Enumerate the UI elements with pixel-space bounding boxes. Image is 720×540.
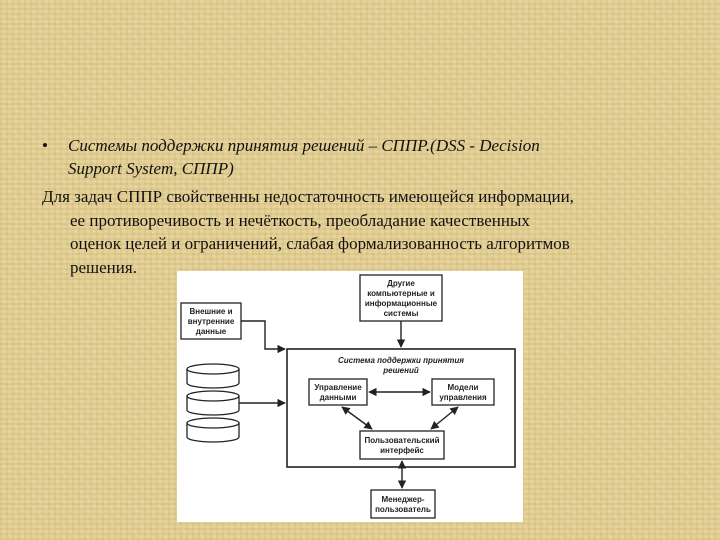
- database-icon: [186, 390, 240, 416]
- other-systems-label-4: системы: [384, 309, 419, 318]
- manager-user-box: [370, 489, 436, 519]
- dss-title-2: решений: [382, 366, 419, 375]
- bullet-item: • Системы поддержки принятия решений – С…: [42, 134, 682, 180]
- paragraph-line-2: ее противоречивость и нечёткость, преобл…: [70, 210, 530, 230]
- external-data-box: [180, 302, 242, 340]
- bullet-marker: •: [42, 136, 48, 155]
- dss-diagram-svg: Другие компьютерные и информационные сис…: [180, 274, 516, 519]
- bullet-text-line-1: Системы поддержки принятия решений – СПП…: [68, 136, 540, 155]
- external-data-label-2: внутренние: [188, 317, 235, 326]
- paragraph-line-1: Для задач СППР свойственны недостаточнос…: [42, 187, 574, 206]
- bullet-text-line-2: Support System, СППР): [68, 159, 234, 178]
- arrow-external-to-dss: [241, 320, 286, 354]
- user-interface-label-1: Пользовательский: [364, 436, 439, 445]
- arrow-models-ui: [430, 406, 459, 430]
- paragraph-line-3: оценок целей и ограничений, слабая форма…: [70, 234, 570, 253]
- model-management-label-2: управления: [439, 393, 487, 402]
- database-icon: [186, 417, 240, 443]
- user-interface-box: [359, 430, 445, 460]
- body-paragraph: Для задач СППР свойственны недостаточнос…: [42, 185, 692, 279]
- other-systems-label-3: информационные: [365, 299, 438, 308]
- other-systems-label-1: Другие: [387, 279, 415, 288]
- manager-user-label-2: пользователь: [375, 505, 431, 514]
- external-data-label-1: Внешние и: [189, 307, 232, 316]
- other-systems-box: [359, 274, 443, 322]
- model-management-label-1: Модели: [448, 383, 479, 392]
- data-management-box: [308, 378, 368, 406]
- data-management-label-1: Управление: [314, 383, 362, 392]
- database-icon: [186, 363, 240, 389]
- model-management-box: [431, 378, 495, 406]
- user-interface-label-2: интерфейс: [380, 446, 424, 455]
- dss-title-1: Система поддержки принятия: [338, 356, 464, 365]
- manager-user-label-1: Менеджер-: [381, 495, 424, 504]
- dss-diagram: Другие компьютерные и информационные сис…: [177, 271, 523, 522]
- external-data-label-3: данные: [196, 327, 227, 336]
- data-management-label-2: данными: [320, 393, 357, 402]
- other-systems-label-2: компьютерные и: [367, 289, 435, 298]
- arrow-data-ui: [341, 406, 373, 430]
- paragraph-line-4: решения.: [70, 257, 137, 277]
